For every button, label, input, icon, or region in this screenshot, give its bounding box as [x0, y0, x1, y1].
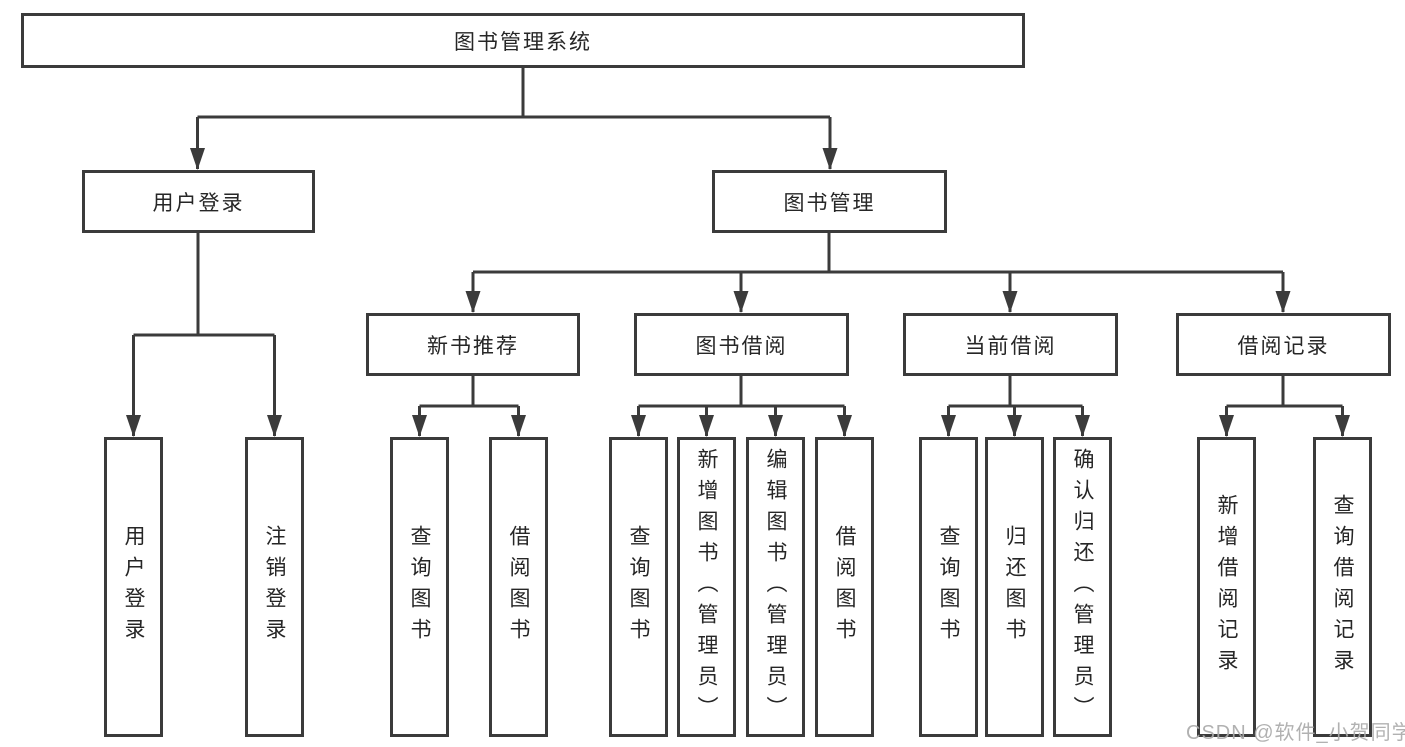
leaf-add-book-admin: 新增图书（管理员） — [677, 437, 736, 737]
leaf-return-book: 归还图书 — [985, 437, 1044, 737]
edge-new-book-recommend-trunk — [419, 376, 519, 408]
node-user-login: 用户登录 — [82, 170, 315, 233]
node-current-borrowing: 当前借阅 — [903, 313, 1118, 376]
leaf-borrow-book-1: 借阅图书 — [489, 437, 548, 737]
node-book-borrowing: 图书借阅 — [634, 313, 849, 376]
node-new-book-recommend: 新书推荐 — [366, 313, 580, 376]
edge-book-management-trunk — [473, 233, 1283, 274]
leaf-confirm-return-admin: 确认归还（管理员） — [1053, 437, 1112, 737]
node-book-management: 图书管理 — [712, 170, 947, 233]
leaf-query-borrow-record: 查询借阅记录 — [1313, 437, 1372, 737]
leaf-query-book-3: 查询图书 — [919, 437, 978, 737]
leaf-query-book-1: 查询图书 — [390, 437, 449, 737]
edge-borrowing-records-trunk — [1226, 376, 1343, 408]
leaf-user-login: 用户登录 — [104, 437, 163, 737]
edge-book-borrowing-trunk — [638, 376, 845, 408]
leaf-query-book-2: 查询图书 — [609, 437, 668, 737]
edge-root-trunk — [197, 68, 830, 119]
watermark-csdn: CSDN @软件_小贺同学 — [1186, 722, 1405, 744]
leaf-logout: 注销登录 — [245, 437, 304, 737]
node-root-library-system: 图书管理系统 — [21, 13, 1025, 68]
node-borrowing-records: 借阅记录 — [1176, 313, 1391, 376]
edge-current-borrowing-trunk — [948, 376, 1083, 408]
leaf-borrow-book-2: 借阅图书 — [815, 437, 874, 737]
edge-user-login-trunk — [133, 233, 275, 337]
leaf-edit-book-admin: 编辑图书（管理员） — [746, 437, 805, 737]
leaf-add-borrow-record: 新增借阅记录 — [1197, 437, 1256, 737]
